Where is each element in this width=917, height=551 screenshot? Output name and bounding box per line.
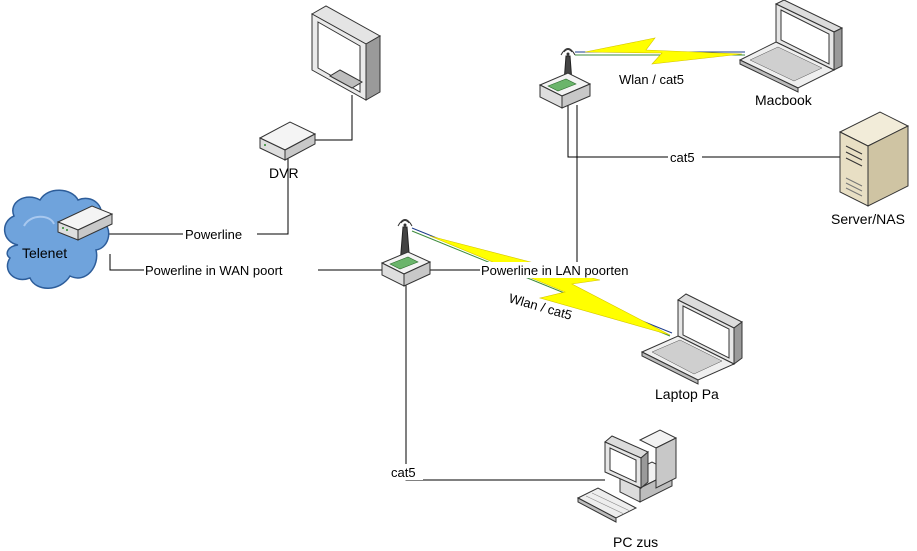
macbook-label: Macbook — [755, 92, 813, 108]
cat5-server-label: cat5 — [670, 150, 695, 165]
laptop-label: Laptop Pa — [655, 386, 719, 402]
powerline-label-bg — [183, 226, 257, 242]
laptop-icon — [640, 293, 743, 385]
cloud-label: Telenet — [22, 245, 67, 261]
pc-label: PC zus — [613, 534, 658, 550]
powerline-dvr-link — [95, 158, 289, 235]
wan-label-bg — [144, 262, 318, 278]
wlan-top-label: Wlan / cat5 — [619, 72, 684, 87]
server-tower-icon — [838, 111, 910, 207]
cat5-pc-label-bg — [389, 464, 423, 480]
modem-icon — [56, 205, 114, 241]
dvr-monitor-link — [300, 95, 353, 141]
dvr-label: DVR — [269, 165, 299, 181]
cat5-server-label-bg — [668, 149, 702, 165]
tv-monitor-icon — [310, 5, 382, 101]
macbook-laptop-icon — [738, 0, 844, 93]
server-label: Server/NAS — [831, 211, 905, 227]
pc-cat5-link — [405, 283, 605, 481]
dvr-box-icon — [258, 121, 317, 161]
powerline-label: Powerline — [185, 227, 242, 242]
desktop-pc-icon — [576, 429, 678, 523]
cloud-icon — [4, 189, 110, 289]
access-point-icon — [538, 48, 592, 109]
server-cat5-link — [567, 105, 840, 158]
cat5-pc-label: cat5 — [391, 465, 416, 480]
wlan-bolt-mid — [429, 235, 671, 336]
router-icon — [380, 219, 432, 287]
lan-label: Powerline in LAN poorten — [481, 263, 628, 278]
wlan-bolt-top — [584, 37, 743, 65]
lan-label-bg — [480, 262, 664, 278]
wan-label: Powerline in WAN poort — [145, 263, 283, 278]
